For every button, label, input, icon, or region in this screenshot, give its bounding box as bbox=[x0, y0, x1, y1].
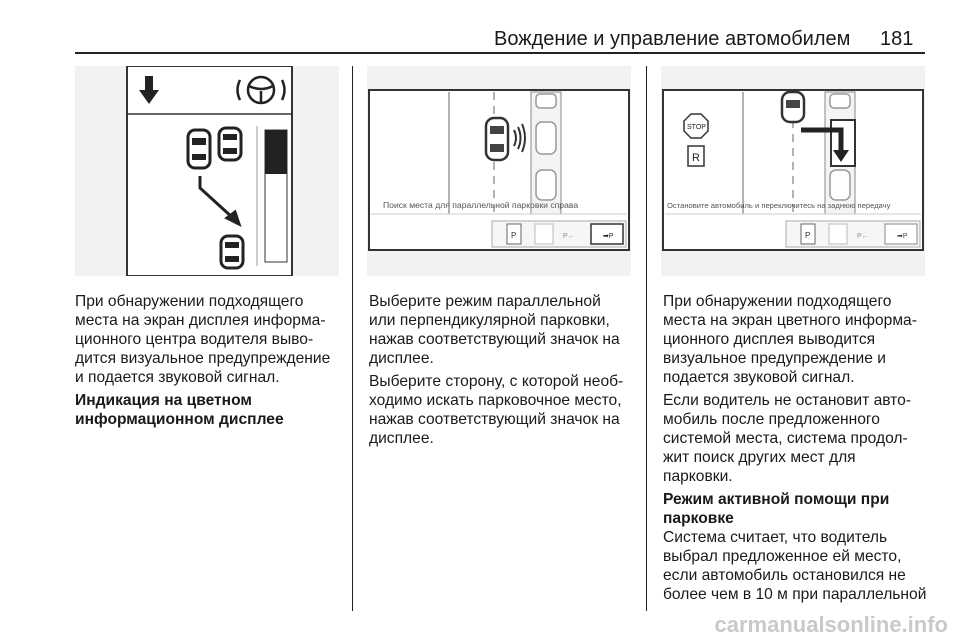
parked-car-icon-1 bbox=[186, 128, 212, 170]
parallel-mode-button bbox=[506, 223, 522, 245]
column-1-text: При обнаружении подходящего места на экр… bbox=[75, 292, 347, 429]
own-car-icon bbox=[484, 116, 510, 162]
side-left-label: P← bbox=[563, 233, 575, 240]
column-2-text: Выберите режим параллельной или перпенди… bbox=[369, 292, 641, 452]
steering-wheel-icon bbox=[236, 75, 286, 105]
sensor-wave-icon bbox=[513, 123, 526, 153]
side-right-button bbox=[590, 223, 624, 245]
reverse-gear-icon: R bbox=[687, 145, 705, 167]
figure-parallel-search-display: Поиск места для параллельной парковки сп… bbox=[367, 66, 631, 276]
paragraph: Если водитель не остановит авто- мобиль … bbox=[663, 392, 912, 485]
parked-car-icon-2 bbox=[217, 126, 243, 162]
parked-car-icon bbox=[829, 93, 851, 201]
paragraph: Выберите режим параллельной или перпенди… bbox=[369, 293, 620, 367]
side-left-label: P← bbox=[857, 233, 869, 240]
section-heading: Режим активной помощи при парковке bbox=[663, 491, 890, 527]
parallel-mode-button bbox=[800, 223, 816, 245]
paragraph: Выберите сторону, с которой необ- ходимо… bbox=[369, 373, 624, 447]
page-header-title: Вождение и управление автомобилем bbox=[494, 28, 851, 50]
column-3-text: При обнаружении подходящего места на экр… bbox=[663, 292, 935, 608]
perpendicular-mode-button bbox=[534, 223, 554, 245]
stop-sign-text: STOP bbox=[687, 124, 706, 131]
svg-text:P: P bbox=[805, 231, 810, 240]
paragraph: При обнаружении подходящего места на экр… bbox=[75, 293, 331, 386]
side-right-label: ➡P bbox=[897, 233, 908, 240]
watermark: carmanualsonline.info bbox=[714, 612, 949, 637]
distance-bar bbox=[256, 126, 288, 266]
display-caption: Остановите автомобиль и переключитесь на… bbox=[667, 201, 891, 210]
side-right-label: ➡P bbox=[603, 233, 614, 240]
perpendicular-mode-button bbox=[828, 223, 848, 245]
stop-sign-icon: STOP bbox=[683, 113, 709, 139]
own-car-icon bbox=[219, 234, 245, 270]
gear-r-text: R bbox=[692, 152, 700, 164]
section-heading: Индикация на цветном информационном дисп… bbox=[75, 392, 284, 428]
column-divider-2 bbox=[646, 66, 647, 611]
parked-car-icon bbox=[535, 93, 557, 201]
path-arrow-icon bbox=[198, 176, 242, 227]
column-divider-1 bbox=[352, 66, 353, 611]
page-number: 181 bbox=[880, 28, 914, 50]
svg-text:P: P bbox=[511, 231, 516, 240]
down-arrow-icon bbox=[139, 76, 159, 104]
paragraph: Система считает, что водитель выбрал пре… bbox=[663, 529, 927, 603]
display-caption: Поиск места для параллельной парковки сп… bbox=[383, 200, 578, 210]
figure-stop-reverse-display: STOP R Остановите автомобиль и переключи… bbox=[661, 66, 925, 276]
header-rule bbox=[75, 52, 925, 54]
turn-arrow-icon bbox=[801, 119, 856, 167]
own-car-icon bbox=[780, 90, 806, 124]
figure-driver-info-display bbox=[75, 66, 339, 276]
paragraph: При обнаружении подходящего места на экр… bbox=[663, 293, 917, 386]
side-right-button bbox=[884, 223, 918, 245]
